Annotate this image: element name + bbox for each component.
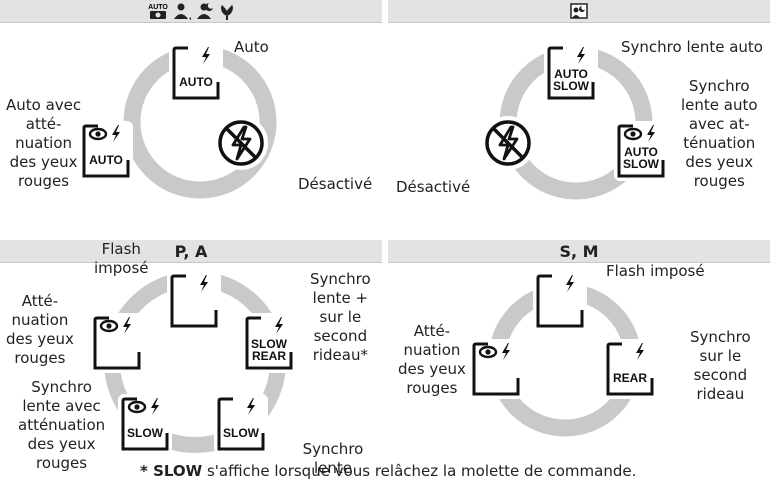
portrait-icon: ,	[172, 2, 192, 20]
flash-fill-icon	[166, 270, 222, 332]
svg-text:SLOW: SLOW	[251, 337, 288, 351]
panel-header: S, M	[388, 240, 770, 263]
svg-text:SLOW: SLOW	[127, 426, 164, 440]
label-off: Désactivé	[298, 175, 373, 193]
flash-rear-icon: REAR	[602, 338, 658, 400]
flash-off-icon	[480, 115, 536, 171]
svg-text:AUTO: AUTO	[554, 67, 588, 81]
label-auto: Auto	[234, 38, 269, 56]
svg-text:,: ,	[189, 11, 192, 20]
panel-header: AUTO ,	[0, 0, 382, 23]
flash-slow-redeye-icon: SLOW	[117, 393, 173, 455]
panel-header-text: P, A	[174, 241, 208, 261]
panel-header: P, A	[0, 240, 382, 263]
panel-s-m: S, M REAR Flash imposé Synchro sur le se…	[388, 240, 770, 475]
svg-text:AUTO: AUTO	[624, 145, 658, 159]
label-off: Désactivé	[396, 178, 471, 196]
flash-off-icon	[213, 115, 269, 171]
label-auto-redeye: Auto avec atté- nuation des yeux rouges	[6, 96, 82, 190]
footnote-bold: * SLOW	[140, 462, 203, 480]
night-landscape-icon	[570, 3, 588, 19]
label-auto-slow: Synchro lente auto	[621, 38, 763, 56]
flash-auto-icon: AUTO	[168, 42, 224, 104]
flash-redeye-icon	[89, 312, 145, 374]
flash-redeye-icon	[468, 338, 524, 400]
label-fill: Flash imposé	[606, 262, 705, 280]
label-redeye: Atté- nuation des yeux rouges	[398, 322, 466, 397]
flash-slow-icon: SLOW	[213, 393, 269, 455]
label-fill: Flash imposé	[94, 240, 149, 277]
flash-fill-icon	[532, 270, 588, 332]
label-slow-redeye: Synchro lente avec atténuation des yeux …	[18, 378, 106, 472]
label-auto-slow-redeye: Synchro lente auto avec at- ténuation de…	[681, 77, 758, 190]
svg-text:AUTO: AUTO	[148, 4, 168, 11]
auto-camera-icon: AUTO	[147, 2, 169, 20]
svg-text:REAR: REAR	[613, 371, 647, 385]
svg-text:AUTO: AUTO	[179, 75, 213, 89]
label-redeye: Atté- nuation des yeux rouges	[6, 292, 74, 367]
closeup-icon	[218, 2, 236, 20]
night-portrait-icon	[195, 2, 215, 20]
panel-header	[388, 0, 770, 23]
label-slow-rear: Synchro lente + sur le second rideau*	[310, 270, 371, 364]
footnote: * SLOW s'affiche lorsque vous relâchez l…	[140, 462, 770, 480]
svg-text:SLOW: SLOW	[553, 79, 590, 93]
label-slow: Synchro lente	[302, 440, 364, 477]
panel-auto-scenes: AUTO , AUTO AUTO Auto Désactivé Auto ave…	[0, 0, 382, 235]
flash-auto-redeye-icon: AUTO	[78, 120, 134, 182]
panel-header-text: S, M	[559, 241, 599, 261]
footnote-text: s'affiche lorsque vous relâchez la molet…	[202, 462, 637, 480]
svg-text:SLOW: SLOW	[223, 426, 260, 440]
svg-text:REAR: REAR	[252, 349, 286, 363]
svg-text:SLOW: SLOW	[623, 157, 660, 171]
svg-text:AUTO: AUTO	[89, 153, 123, 167]
label-rear: Synchro sur le second rideau	[690, 328, 751, 403]
